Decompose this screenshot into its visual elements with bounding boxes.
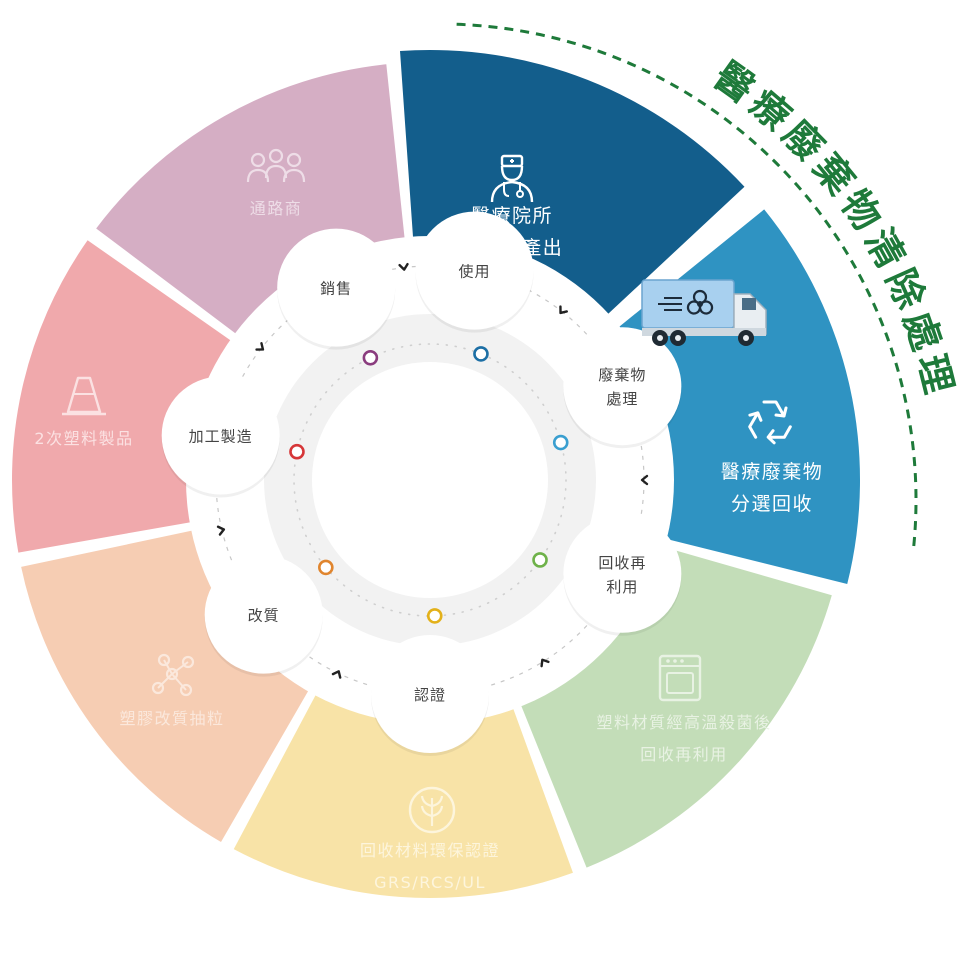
- segment-dealer-label: 通路商: [250, 199, 303, 218]
- cycle-arrow: [540, 658, 550, 668]
- cycle-arrow: [398, 262, 409, 271]
- oven-icon: [658, 654, 702, 702]
- biohazard-truck-icon: [641, 279, 767, 346]
- people-icon: [246, 148, 306, 183]
- segment-sterilize-label: 塑料材質經高溫殺菌後: [596, 713, 771, 732]
- cycle-node-label: 利用: [606, 578, 638, 596]
- segment-certify-label: GRS/RCS/UL: [374, 873, 486, 892]
- ring-dot: [532, 552, 548, 568]
- cycle-node-label: 認證: [414, 686, 446, 704]
- cycle-node-label: 回收再: [598, 554, 646, 572]
- cycle-node-label: 改質: [248, 607, 280, 625]
- segment-dealer: 通路商: [96, 64, 406, 337]
- traffic-cone-icon: [62, 376, 106, 416]
- cycle-node: 改質: [204, 555, 323, 677]
- cycle-arrow: [559, 305, 568, 315]
- segment-certify-shape: [233, 690, 573, 898]
- cycle-node-label: 銷售: [320, 280, 352, 298]
- cycle-arrow: [255, 342, 265, 351]
- leaf-badge-icon: [408, 786, 456, 834]
- cycle-node: 回收再利用: [563, 514, 682, 636]
- doctor-icon: [490, 154, 534, 203]
- segment-sterilize-shape: [519, 545, 832, 868]
- center-hole: [312, 362, 548, 598]
- cycle-node-label: 廢棄物: [598, 366, 646, 384]
- ring-dot: [362, 349, 379, 366]
- ring-dot: [426, 608, 443, 624]
- segment-pellet-label: 塑膠改質抽粒: [119, 709, 224, 728]
- ring-dot: [552, 434, 569, 451]
- ring-dot: [473, 346, 489, 362]
- cycle-node-label: 處理: [606, 390, 638, 408]
- ring-dot: [289, 443, 305, 460]
- segment-pellet-shape: [21, 529, 311, 842]
- outer-segments: 塑料材質經高溫殺菌後回收再利用回收材料環保認證GRS/RCS/UL塑膠改質抽粒2…: [12, 64, 832, 898]
- segment-sorting-label: 分選回收: [731, 493, 813, 515]
- cycle-node: 銷售: [277, 228, 396, 350]
- segment-certify-label: 回收材料環保認證: [360, 841, 500, 860]
- segment-sorting-label: 醫療廢棄物: [721, 461, 824, 483]
- biohazard-icon: [686, 289, 714, 315]
- cycle-node: 加工製造: [161, 376, 280, 498]
- segment-sterilize-label: 回收再利用: [640, 745, 728, 764]
- cycle-node: 認證: [371, 635, 489, 756]
- recycle-icon: [748, 400, 792, 445]
- cycle-node-label: 加工製造: [189, 428, 253, 446]
- cycle-node-label: 使用: [458, 263, 490, 281]
- title-dashed-arc: [456, 22, 918, 550]
- cycle-arrow: [216, 525, 226, 536]
- segment-dealer-shape: [96, 64, 406, 337]
- dotted-ring: [293, 343, 567, 617]
- cycle-arrow: [331, 670, 342, 679]
- segment-certify: 回收材料環保認證 GRS/RCS/UL: [233, 690, 573, 898]
- cycle-arrow: [640, 474, 649, 486]
- molecule-icon: [151, 653, 195, 697]
- ring-dot: [318, 559, 334, 576]
- cycle-node: 使用: [415, 211, 534, 333]
- segment-product-label: 2次塑料製品: [34, 429, 133, 448]
- segment-pellet: 塑膠改質抽粒: [21, 529, 311, 842]
